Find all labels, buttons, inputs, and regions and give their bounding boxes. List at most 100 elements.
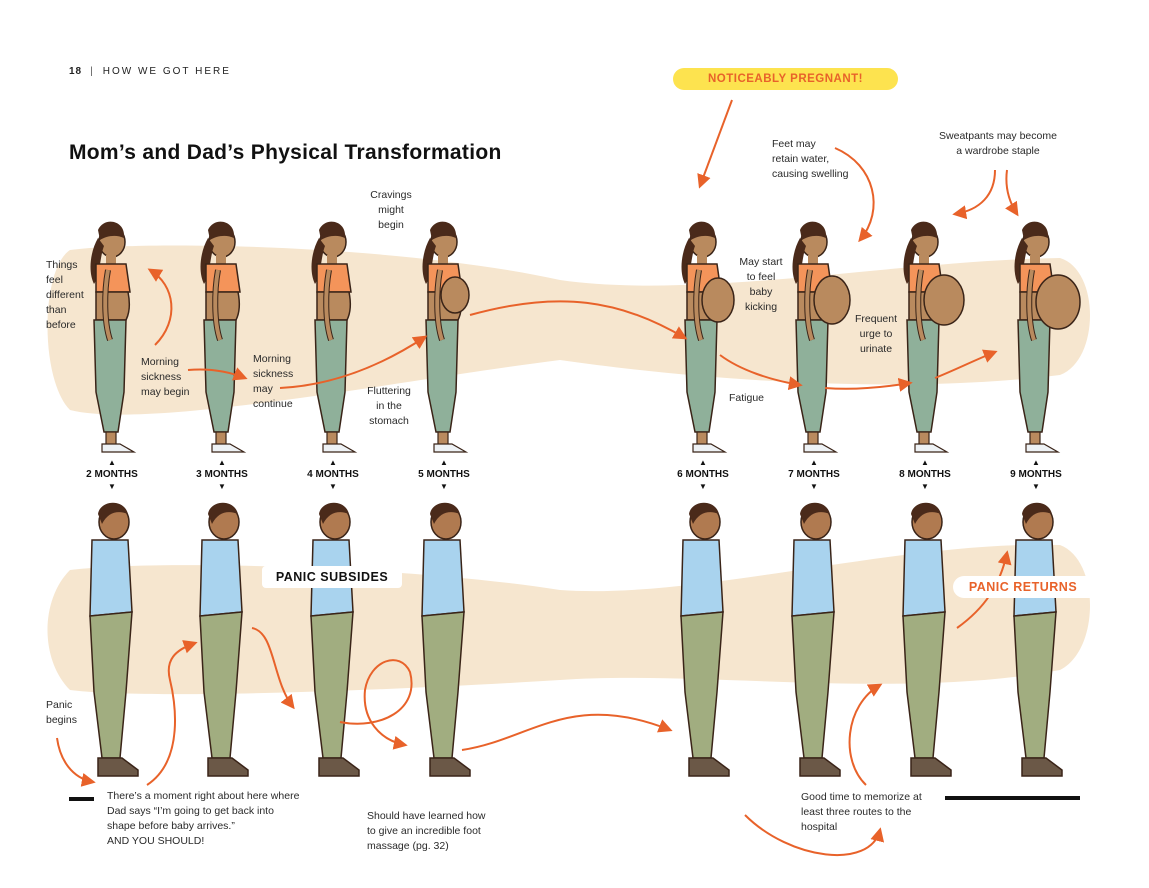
note-panic-begins: Panic begins: [46, 698, 77, 728]
note-line: Should have learned how: [367, 810, 486, 822]
note-line: may begin: [141, 386, 190, 398]
note-line: might: [378, 204, 404, 216]
triangle-down-icon: ▼: [218, 482, 226, 491]
note-line: to feel: [746, 271, 776, 283]
triangle-up-icon: ▲: [921, 458, 929, 467]
triangle-down-icon: ▼: [1032, 482, 1040, 491]
note-line: before: [46, 319, 76, 331]
divider-bar-right: [945, 796, 1080, 800]
note-morning-sickness-continue: Morning sickness may continue: [253, 352, 293, 412]
note-line: urge to: [859, 328, 893, 340]
note-baby-kicking: May start to feel baby kicking: [733, 255, 789, 315]
note-line: Panic: [46, 699, 73, 711]
note-line: stomach: [369, 415, 409, 427]
month-text: 6 MONTHS: [677, 469, 729, 480]
note-line: begin: [378, 219, 404, 231]
arrows-dad: [56, 550, 1012, 857]
triangle-up-icon: ▲: [108, 458, 116, 467]
triangle-up-icon: ▲: [218, 458, 226, 467]
triangle-down-icon: ▼: [329, 482, 337, 491]
month-text: 4 MONTHS: [307, 469, 359, 480]
note-line: sickness: [141, 371, 182, 383]
month-text: 3 MONTHS: [196, 469, 248, 480]
note-frequent-urge: Frequent urge to urinate: [848, 312, 904, 357]
header-separator: |: [90, 66, 95, 77]
note-line: kicking: [744, 301, 778, 313]
month-label-9: ▲ 9 MONTHS ▼: [996, 458, 1076, 492]
month-label-4: ▲ 4 MONTHS ▼: [293, 458, 373, 492]
note-line: Dad says “I’m going to get back into: [107, 805, 274, 817]
note-sweatpants: Sweatpants may become a wardrobe staple: [936, 129, 1060, 159]
month-label-2: ▲ 2 MONTHS ▼: [72, 458, 152, 492]
note-line: continue: [253, 398, 293, 410]
note-line: Sweatpants may become: [939, 130, 1057, 142]
note-line: than: [46, 304, 67, 316]
note-things-feel-different: Things feel different than before: [46, 258, 84, 333]
note-get-back-in-shape: There’s a moment right about here where …: [107, 789, 299, 849]
divider-bar-left: [69, 797, 94, 801]
panic-returns-callout: PANIC RETURNS: [953, 576, 1093, 598]
triangle-up-icon: ▲: [1032, 458, 1040, 467]
note-line: causing swelling: [772, 168, 849, 180]
note-line: Feet may: [772, 138, 816, 150]
month-text: 9 MONTHS: [1010, 469, 1062, 480]
note-line: baby: [749, 286, 773, 298]
note-line: different: [46, 289, 84, 301]
month-text: 8 MONTHS: [899, 469, 951, 480]
note-line: Frequent: [854, 313, 898, 325]
triangle-down-icon: ▼: [699, 482, 707, 491]
month-label-7: ▲ 7 MONTHS ▼: [774, 458, 854, 492]
note-line: a wardrobe staple: [956, 145, 1040, 157]
month-text: 5 MONTHS: [418, 469, 470, 480]
note-line: Good time to memorize at: [801, 791, 922, 803]
note-fluttering: Fluttering in the stomach: [358, 384, 420, 429]
triangle-down-icon: ▼: [921, 482, 929, 491]
triangle-up-icon: ▲: [699, 458, 707, 467]
note-line: begins: [46, 714, 77, 726]
page-title: Mom’s and Dad’s Physical Transformation: [69, 141, 502, 164]
triangle-down-icon: ▼: [810, 482, 818, 491]
note-line: Things: [46, 259, 78, 271]
note-line: urinate: [859, 343, 893, 355]
note-line: Morning: [253, 353, 291, 365]
note-line: retain water,: [772, 153, 830, 165]
note-line: feel: [46, 274, 63, 286]
triangle-down-icon: ▼: [108, 482, 116, 491]
triangle-up-icon: ▲: [440, 458, 448, 467]
note-line: massage (pg. 32): [367, 840, 449, 852]
month-label-6: ▲ 6 MONTHS ▼: [663, 458, 743, 492]
note-cravings: Cravings might begin: [361, 188, 421, 233]
note-line: to give an incredible foot: [367, 825, 481, 837]
month-label-3: ▲ 3 MONTHS ▼: [182, 458, 262, 492]
triangle-down-icon: ▼: [440, 482, 448, 491]
triangle-up-icon: ▲: [329, 458, 337, 467]
note-line: least three routes to the: [801, 806, 912, 818]
note-line: May start: [739, 256, 783, 268]
month-label-5: ▲ 5 MONTHS ▼: [404, 458, 484, 492]
note-foot-massage: Should have learned how to give an incre…: [367, 809, 486, 854]
note-line: Fatigue: [729, 392, 765, 404]
note-line: There’s a moment right about here where: [107, 790, 300, 802]
note-morning-sickness-begin: Morning sickness may begin: [141, 355, 189, 400]
noticeably-pregnant-callout: NOTICEABLY PREGNANT!: [673, 68, 898, 90]
note-line: may: [253, 383, 273, 395]
arrows-mom: [147, 99, 1019, 392]
page-header: 18 | HOW WE GOT HERE: [69, 66, 231, 77]
month-text: 7 MONTHS: [788, 469, 840, 480]
page-number: 18: [69, 66, 83, 77]
month-label-8: ▲ 8 MONTHS ▼: [885, 458, 965, 492]
note-hospital-routes: Good time to memorize at least three rou…: [801, 790, 922, 835]
panic-subsides-callout: PANIC SUBSIDES: [262, 566, 402, 588]
triangle-up-icon: ▲: [810, 458, 818, 467]
note-line: Fluttering: [367, 385, 411, 397]
section-title: HOW WE GOT HERE: [102, 66, 231, 77]
note-line: hospital: [801, 821, 838, 833]
note-line: shape before baby arrives.”: [107, 820, 235, 832]
month-text: 2 MONTHS: [86, 469, 138, 480]
note-fatigue: Fatigue: [729, 391, 764, 406]
note-feet-swelling: Feet may retain water, causing swelling: [772, 137, 848, 182]
note-line: AND YOU SHOULD!: [107, 835, 205, 847]
note-line: Morning: [141, 356, 179, 368]
note-line: in the: [376, 400, 402, 412]
note-line: Cravings: [370, 189, 412, 201]
